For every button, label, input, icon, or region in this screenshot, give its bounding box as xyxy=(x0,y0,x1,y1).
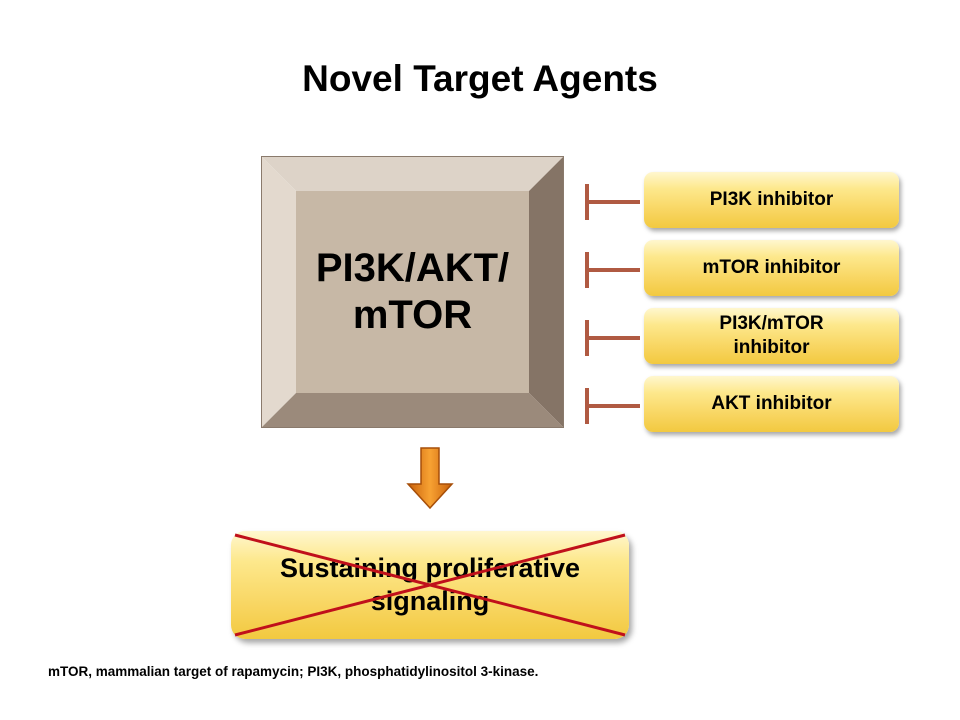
inhibitor-box-akt: AKT inhibitor xyxy=(644,376,899,432)
bevel-face xyxy=(296,191,529,393)
down-arrow-icon xyxy=(406,447,454,510)
inhibitor-box-pi3k: PI3K inhibitor xyxy=(644,172,899,228)
bevel-left-edge xyxy=(261,156,296,428)
outcome-box: Sustaining proliferative signaling xyxy=(231,531,629,639)
bevel-bottom-edge xyxy=(261,393,564,428)
footnote: mTOR, mammalian target of rapamycin; PI3… xyxy=(48,664,539,679)
inhibitor-box-pi3k-mtor: PI3K/mTOR inhibitor xyxy=(644,308,899,364)
slide-title: Novel Target Agents xyxy=(302,58,658,99)
inhibition-bar-akt xyxy=(585,388,640,424)
bevel-top-edge xyxy=(261,156,564,191)
pathway-bevel-box xyxy=(261,156,564,428)
inhibition-bar-mtor xyxy=(585,252,640,288)
pathway-label: PI3K/AKT/ mTOR xyxy=(315,245,510,337)
bevel-right-edge xyxy=(529,156,564,428)
inhibition-bar-pi3k-mtor xyxy=(585,320,640,356)
inhibition-bar-pi3k xyxy=(585,184,640,220)
inhibitor-box-mtor: mTOR inhibitor xyxy=(644,240,899,296)
